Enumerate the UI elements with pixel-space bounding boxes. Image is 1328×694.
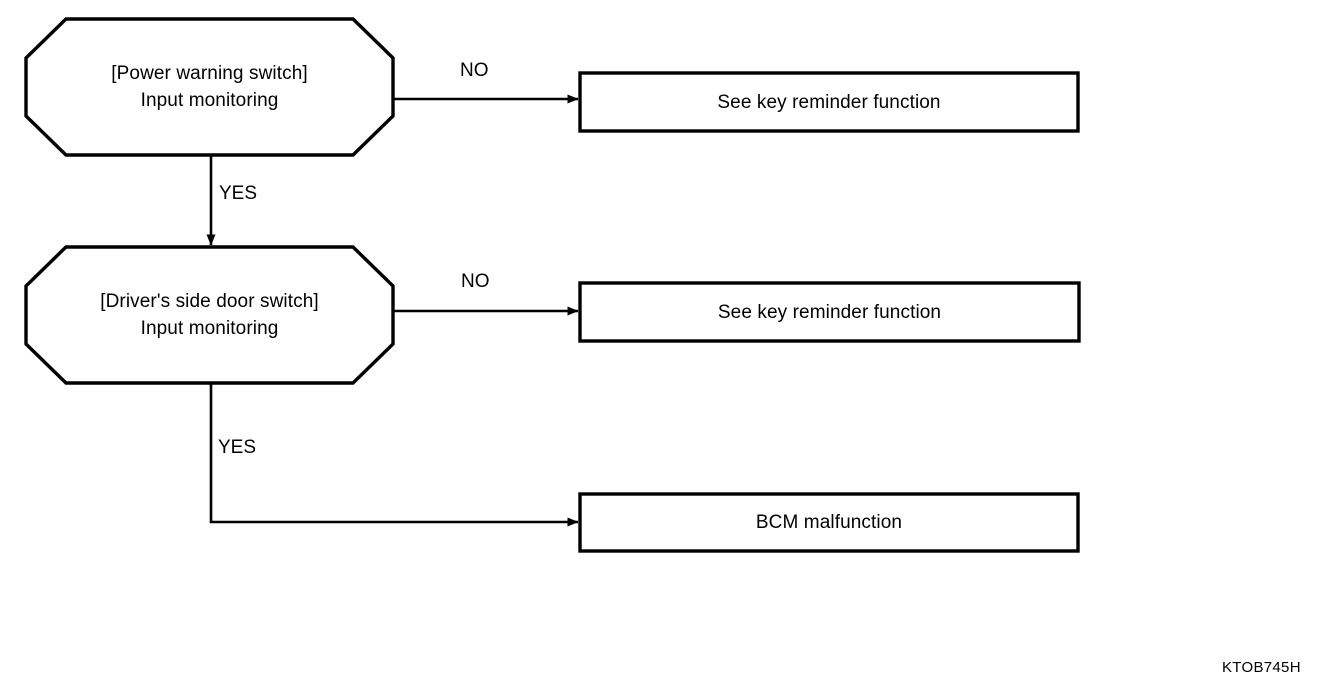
node-shape-bcm-malfunction[interactable]: [578, 492, 1080, 553]
node-shape-key-reminder-top[interactable]: [578, 71, 1080, 133]
edge-label-power-no: NO: [460, 60, 489, 81]
node-shape-driver-door-switch[interactable]: [24, 245, 395, 385]
edge-label-door-no: NO: [461, 271, 490, 292]
edge-door-yes: [209, 383, 579, 527]
node-shape-power-warning-switch[interactable]: [24, 17, 395, 157]
figure-code-label: KTOB745H: [1222, 659, 1301, 676]
node-shape-key-reminder-middle[interactable]: [578, 281, 1081, 343]
edge-label-door-yes: YES: [218, 437, 257, 458]
edge-label-power-yes: YES: [219, 183, 258, 204]
